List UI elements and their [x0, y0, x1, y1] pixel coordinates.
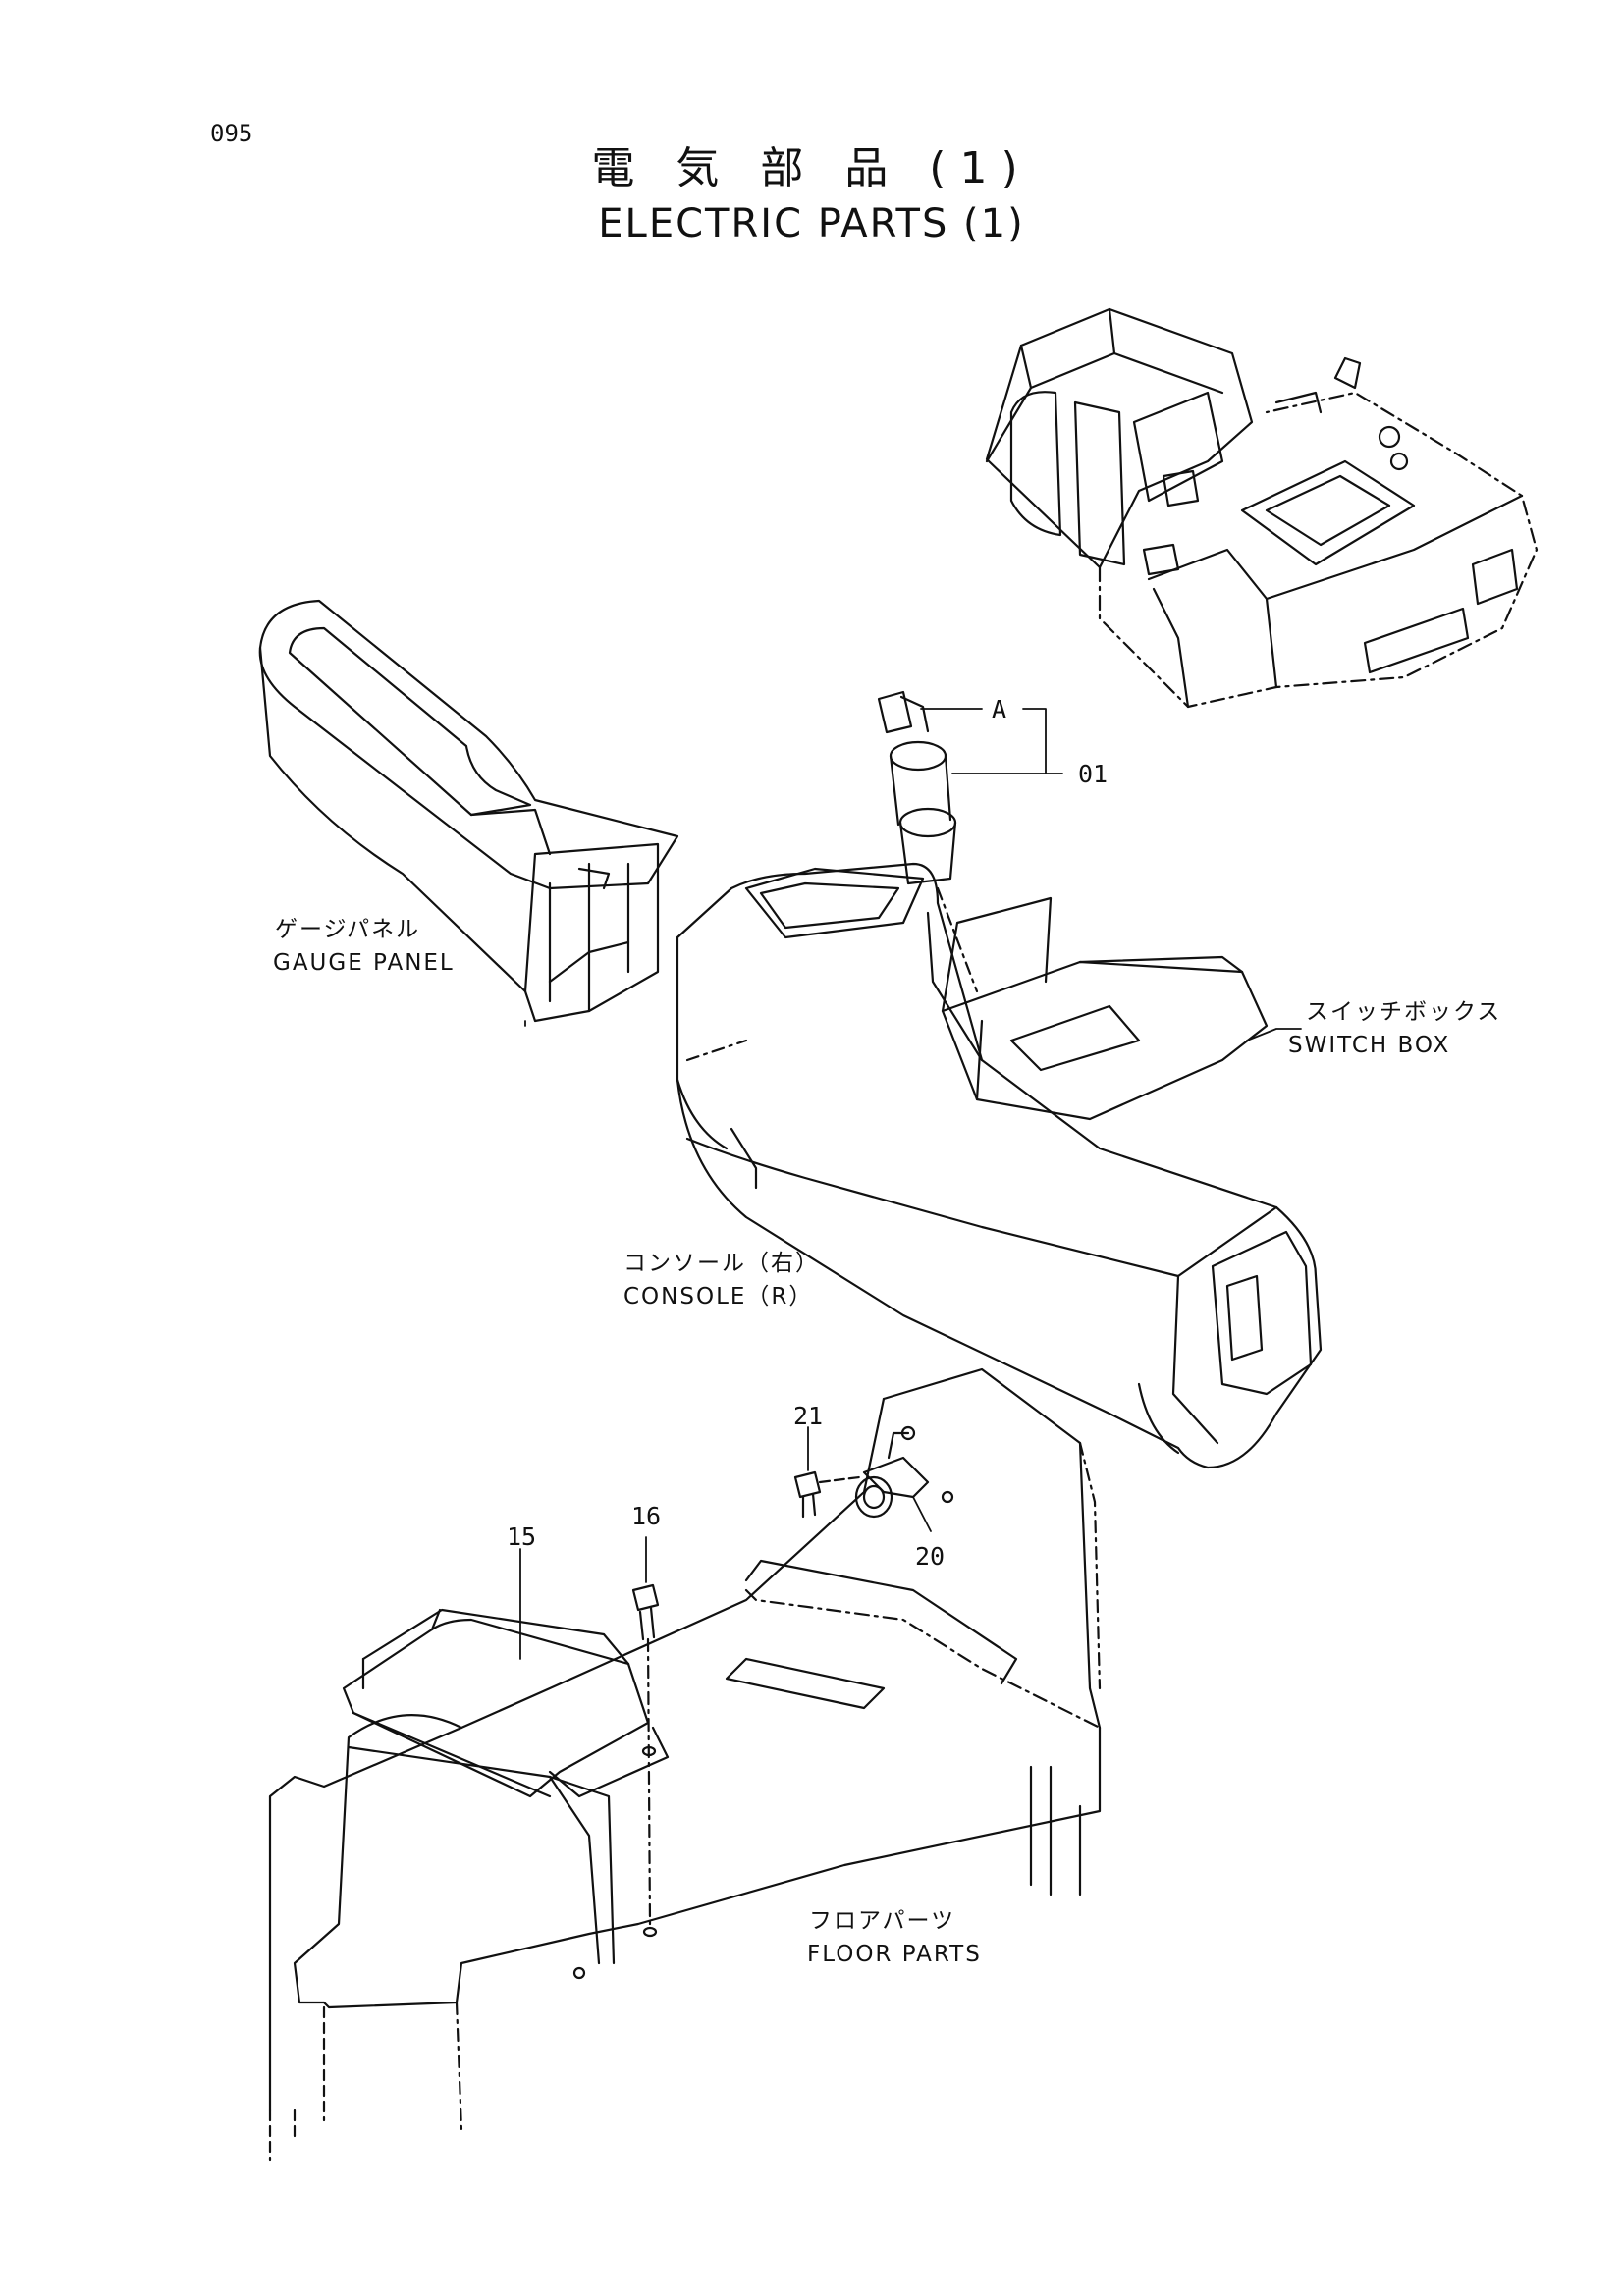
part-20-and-bolt-21-drawing	[795, 1433, 928, 1517]
callout-20: 20	[915, 1542, 946, 1571]
floor-parts-label-ja: フロアパーツ	[809, 1908, 956, 1934]
console-label-en: CONSOLE（R）	[623, 1284, 814, 1309]
page-number: 095	[210, 120, 253, 147]
callout-21: 21	[793, 1402, 824, 1430]
page-title-english: ELECTRIC PARTS (1)	[598, 201, 1025, 246]
switch-box-label-en: SWITCH BOX	[1288, 1033, 1451, 1058]
console-drawing	[677, 864, 1321, 1468]
key-switch-drawing	[879, 692, 977, 991]
callout-a: A	[992, 695, 1007, 723]
switch-box-label-ja: スイッチボックス	[1306, 999, 1502, 1025]
excavator-overview-drawing	[987, 309, 1537, 707]
gauge-panel-drawing	[260, 601, 677, 1021]
bolt-16-drawing	[633, 1585, 658, 1936]
box-15-drawing	[344, 1610, 668, 1796]
page-title-japanese: 電 気 部 品 (1)	[591, 143, 1032, 193]
callout-16: 16	[631, 1502, 662, 1530]
console-label-ja: コンソール（右）	[623, 1251, 820, 1276]
floor-parts-drawing	[270, 1369, 1100, 2160]
switch-box-drawing	[943, 898, 1267, 1119]
callout-01: 01	[1078, 760, 1109, 788]
floor-parts-label-en: FLOOR PARTS	[807, 1942, 982, 1967]
leader-lines	[520, 709, 1301, 1659]
gauge-panel-label-ja: ゲージパネル	[275, 917, 421, 942]
callout-15: 15	[507, 1522, 537, 1551]
gauge-panel-label-en: GAUGE PANEL	[273, 950, 455, 976]
